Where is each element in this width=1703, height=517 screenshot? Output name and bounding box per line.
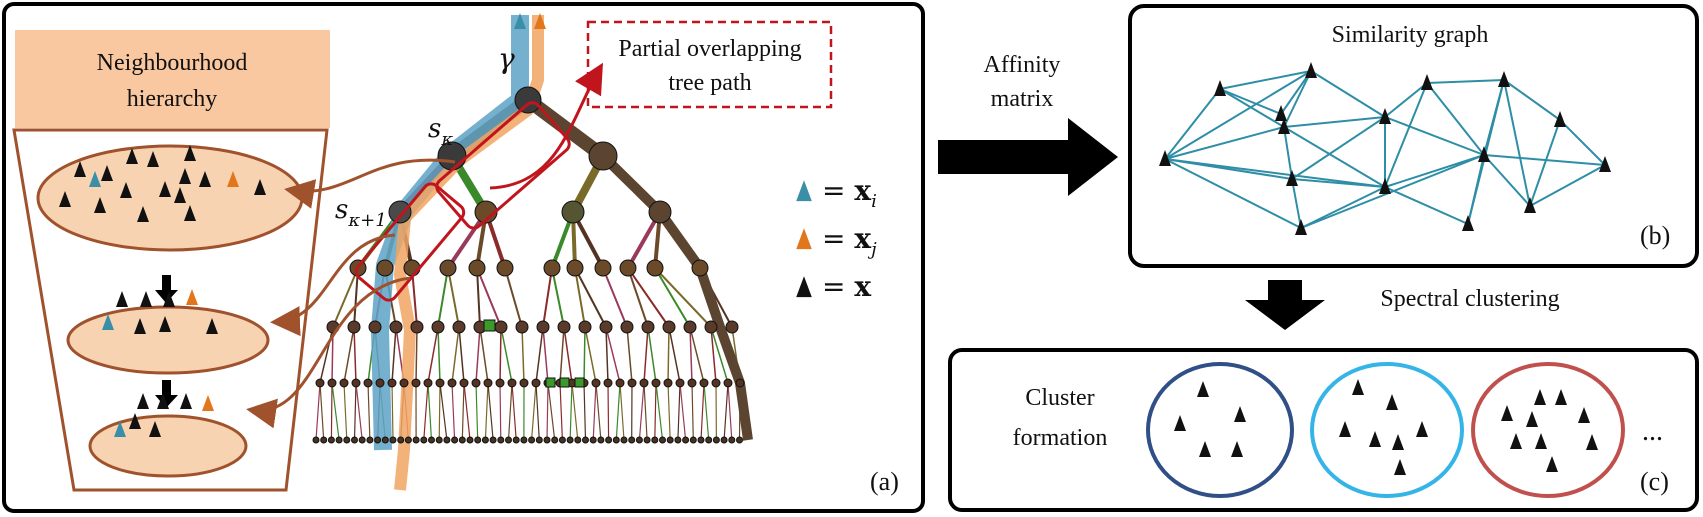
hierarchy-title-line2: hierarchy [127,86,218,112]
connector-arrow-1 [284,158,456,209]
panel-c-label: (c) [1640,467,1669,496]
hierarchy-title-line1: Neighbourhood [97,50,248,76]
legend-xi: = xi [796,174,877,212]
legend-x: = x [796,270,871,303]
connector-arrow-3 [246,276,411,429]
legend-xj: = xj [796,222,877,260]
cluster-1-points [1174,381,1246,457]
cluster-2-points [1339,379,1428,475]
affinity-line1: Affinity [984,52,1061,78]
neighbourhood-ellipse-1 [36,144,304,252]
partial-overlap-line1: Partial overlapping [618,36,801,62]
panel-a-label: (a) [870,467,899,496]
partial-overlap-line2: tree path [668,70,751,96]
s-kappa-label: sκ [428,114,453,150]
cluster-ellipse-1 [1146,362,1294,498]
spectral-arrow [1245,280,1325,330]
s-kappa1-label: sκ+1 [335,195,387,231]
affinity-arrow [938,118,1118,196]
panel-b-frame [1128,4,1699,268]
point-xj-ellipse-3 [202,395,214,411]
tree-nodes [312,86,745,444]
down-arrow-1 [155,275,178,303]
gamma-label: γ [498,42,515,75]
neighbourhood-ellipse-3 [88,414,248,478]
partial-overlap-box [586,20,833,109]
similarity-graph-edges [1164,70,1606,229]
partial-overlap-arrow [489,62,603,190]
panel-a-frame [2,2,925,513]
svg-text:= x: = x [822,270,871,303]
svg-text:= xi: = xi [822,174,877,212]
spectral-label: Spectral clustering [1380,286,1559,312]
more-clusters-ellipsis: ... [1642,416,1663,447]
cluster-ellipse-3 [1471,362,1625,498]
affinity-line2: matrix [991,86,1054,112]
hierarchy-funnel [12,128,329,492]
down-arrow-2 [155,380,178,408]
connector-arrow-2 [270,233,396,337]
cluster-formation-line1: Cluster [1025,385,1094,411]
cluster-3-points [1501,389,1598,472]
point-xj-ellipse-2 [186,289,198,305]
tree-path-highlight-2 [354,182,466,302]
legend: = xi = xj = x [796,174,877,303]
hierarchy-header [15,30,330,128]
cluster-ellipse-2 [1310,362,1464,498]
svg-text:= xj: = xj [822,222,877,260]
panel-b-title: Similarity graph [1332,22,1489,48]
panel-b-label: (b) [1640,221,1670,250]
tree-path-highlight-1 [435,101,571,230]
neighbourhood-ellipse-2 [66,305,270,375]
panel-c-frame [948,348,1699,512]
similarity-graph-nodes [1159,62,1611,235]
path-xi [371,15,529,451]
cluster-formation-line2: formation [1013,425,1108,451]
